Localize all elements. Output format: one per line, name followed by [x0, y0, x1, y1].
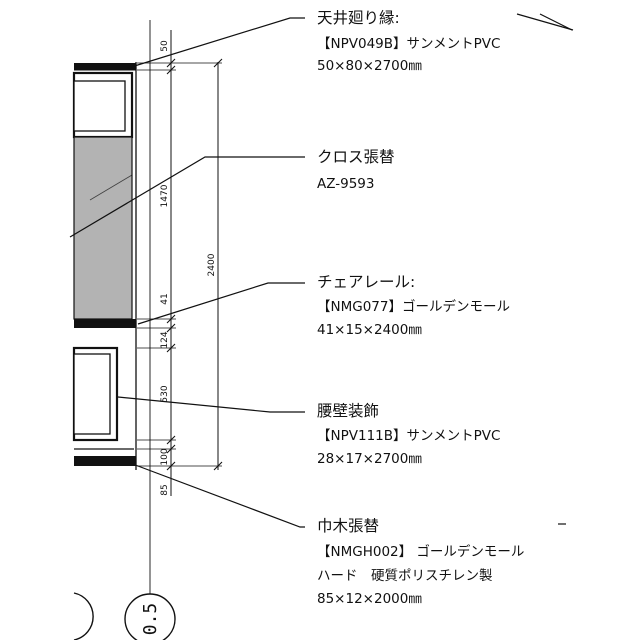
upper-panel-inner [73, 80, 126, 132]
grid-marker-left [73, 592, 94, 640]
dim-crown: 50 [160, 40, 170, 52]
callout-chair-rail-product: 【NMG077】ゴールデンモール [317, 298, 510, 315]
wainscot-panel-inner [73, 353, 111, 435]
wallcovering-area [73, 136, 133, 320]
leader-wainscot [117, 396, 305, 413]
callout-chair-rail: チェアレール: 【NMG077】ゴールデンモール 41×15×2400㎜ [317, 273, 510, 338]
callout-crown-title: 天井廻り縁: [317, 9, 400, 27]
leader-lines [69, 13, 574, 528]
callout-wainscot-size: 28×17×2700㎜ [317, 451, 422, 467]
callout-wainscot: 腰壁装飾 【NPV111B】サンメントPVC 28×17×2700㎜ [317, 402, 500, 467]
callout-wallcovering-title: クロス張替 [317, 148, 395, 166]
dim-lower: 100 [160, 448, 170, 465]
callout-wallcovering-code: AZ-9593 [317, 176, 374, 192]
leader-chair-rail [137, 282, 305, 325]
callout-baseboard-size: 85×12×2000㎜ [317, 591, 422, 607]
leader-baseboard [129, 462, 305, 528]
dimension-lines: 50 1470 41 124 530 100 85 2400 [137, 30, 223, 496]
crown-molding [74, 63, 136, 70]
dim-total: 2400 [207, 253, 217, 276]
callout-crown-product: 【NPV049B】サンメントPVC [317, 36, 500, 52]
callout-chair-rail-title: チェアレール: [317, 273, 415, 291]
callout-baseboard-material: ハード 硬質ポリスチレン製 [317, 568, 493, 584]
callout-wainscot-title: 腰壁装飾 [317, 402, 379, 420]
dim-chair-rail: 41 [160, 293, 170, 304]
callout-baseboard-title: 巾木張替 [317, 517, 379, 535]
callout-crown-size: 50×80×2700㎜ [317, 58, 422, 74]
callout-chair-rail-size: 41×15×2400㎜ [317, 322, 422, 338]
callout-wainscot-product: 【NPV111B】サンメントPVC [317, 428, 500, 444]
wall-elevation [72, 63, 136, 466]
callout-wallcovering: クロス張替 AZ-9593 [317, 148, 395, 192]
grid-marker-circle [124, 593, 176, 640]
callout-crown: 天井廻り縁: 【NPV049B】サンメントPVC 50×80×2700㎜ [317, 9, 500, 74]
leader-wallcovering [69, 156, 305, 238]
chair-rail [74, 319, 136, 328]
leader-crown [127, 17, 305, 69]
dim-upper-wall: 1470 [160, 184, 170, 207]
callout-baseboard: 巾木張替 【NMGH002】 ゴールデンモール ハード 硬質ポリスチレン製 85… [317, 517, 524, 607]
grid-marker-label: 0.5 [140, 603, 161, 636]
baseboard [74, 456, 136, 466]
dim-wainscot: 530 [160, 385, 170, 402]
dim-gap: 124 [160, 331, 170, 348]
leader-top-right [516, 13, 574, 31]
callout-baseboard-product: 【NMGH002】 ゴールデンモール [317, 543, 524, 560]
dim-baseboard: 85 [160, 484, 170, 495]
grid-markers: 0.5 [73, 592, 176, 640]
